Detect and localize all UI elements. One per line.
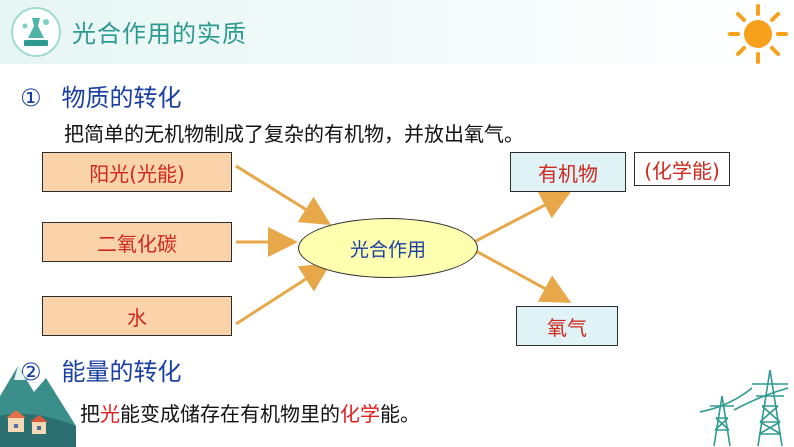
desc2-part-3: 能变成储存在有机物里的 — [120, 402, 340, 426]
sun-icon — [728, 4, 788, 64]
chemical-energy-note: (化学能) — [634, 152, 730, 186]
page-title: 光合作用的实质 — [72, 20, 247, 48]
desc2-part-1: 把 — [80, 402, 100, 426]
town-illustration-icon — [0, 366, 76, 447]
section1-heading: ① 物质的转化 — [20, 78, 182, 113]
input-carbon-dioxide: 二氧化碳 — [42, 222, 232, 262]
output-organic-matter: 有机物 — [510, 152, 626, 192]
input-water: 水 — [42, 296, 232, 336]
desc2-highlight-light: 光 — [100, 402, 120, 426]
section1-description: 把简单的无机物制成了复杂的有机物，并放出氧气。 — [64, 122, 524, 146]
desc2-part-5: 能。 — [380, 402, 420, 426]
arrow-oxygen — [473, 248, 572, 303]
header-band — [0, 0, 794, 64]
arrow-organic — [473, 191, 572, 244]
arrow-sunlight — [235, 164, 332, 226]
input-sunlight: 阳光(光能) — [42, 152, 232, 192]
section1-title: 物质的转化 — [61, 84, 182, 112]
process-photosynthesis: 光合作用 — [298, 218, 478, 278]
science-badge-icon — [11, 7, 61, 57]
arrow-water — [235, 262, 332, 326]
power-tower-icon — [700, 369, 789, 447]
output-oxygen: 氧气 — [516, 306, 618, 346]
section2-description: 把光能变成储存在有机物里的化学能。 — [80, 398, 420, 427]
desc2-highlight-chemical: 化学 — [340, 402, 380, 426]
section2-title: 能量的转化 — [61, 358, 182, 386]
section1-number: ① — [20, 84, 42, 112]
